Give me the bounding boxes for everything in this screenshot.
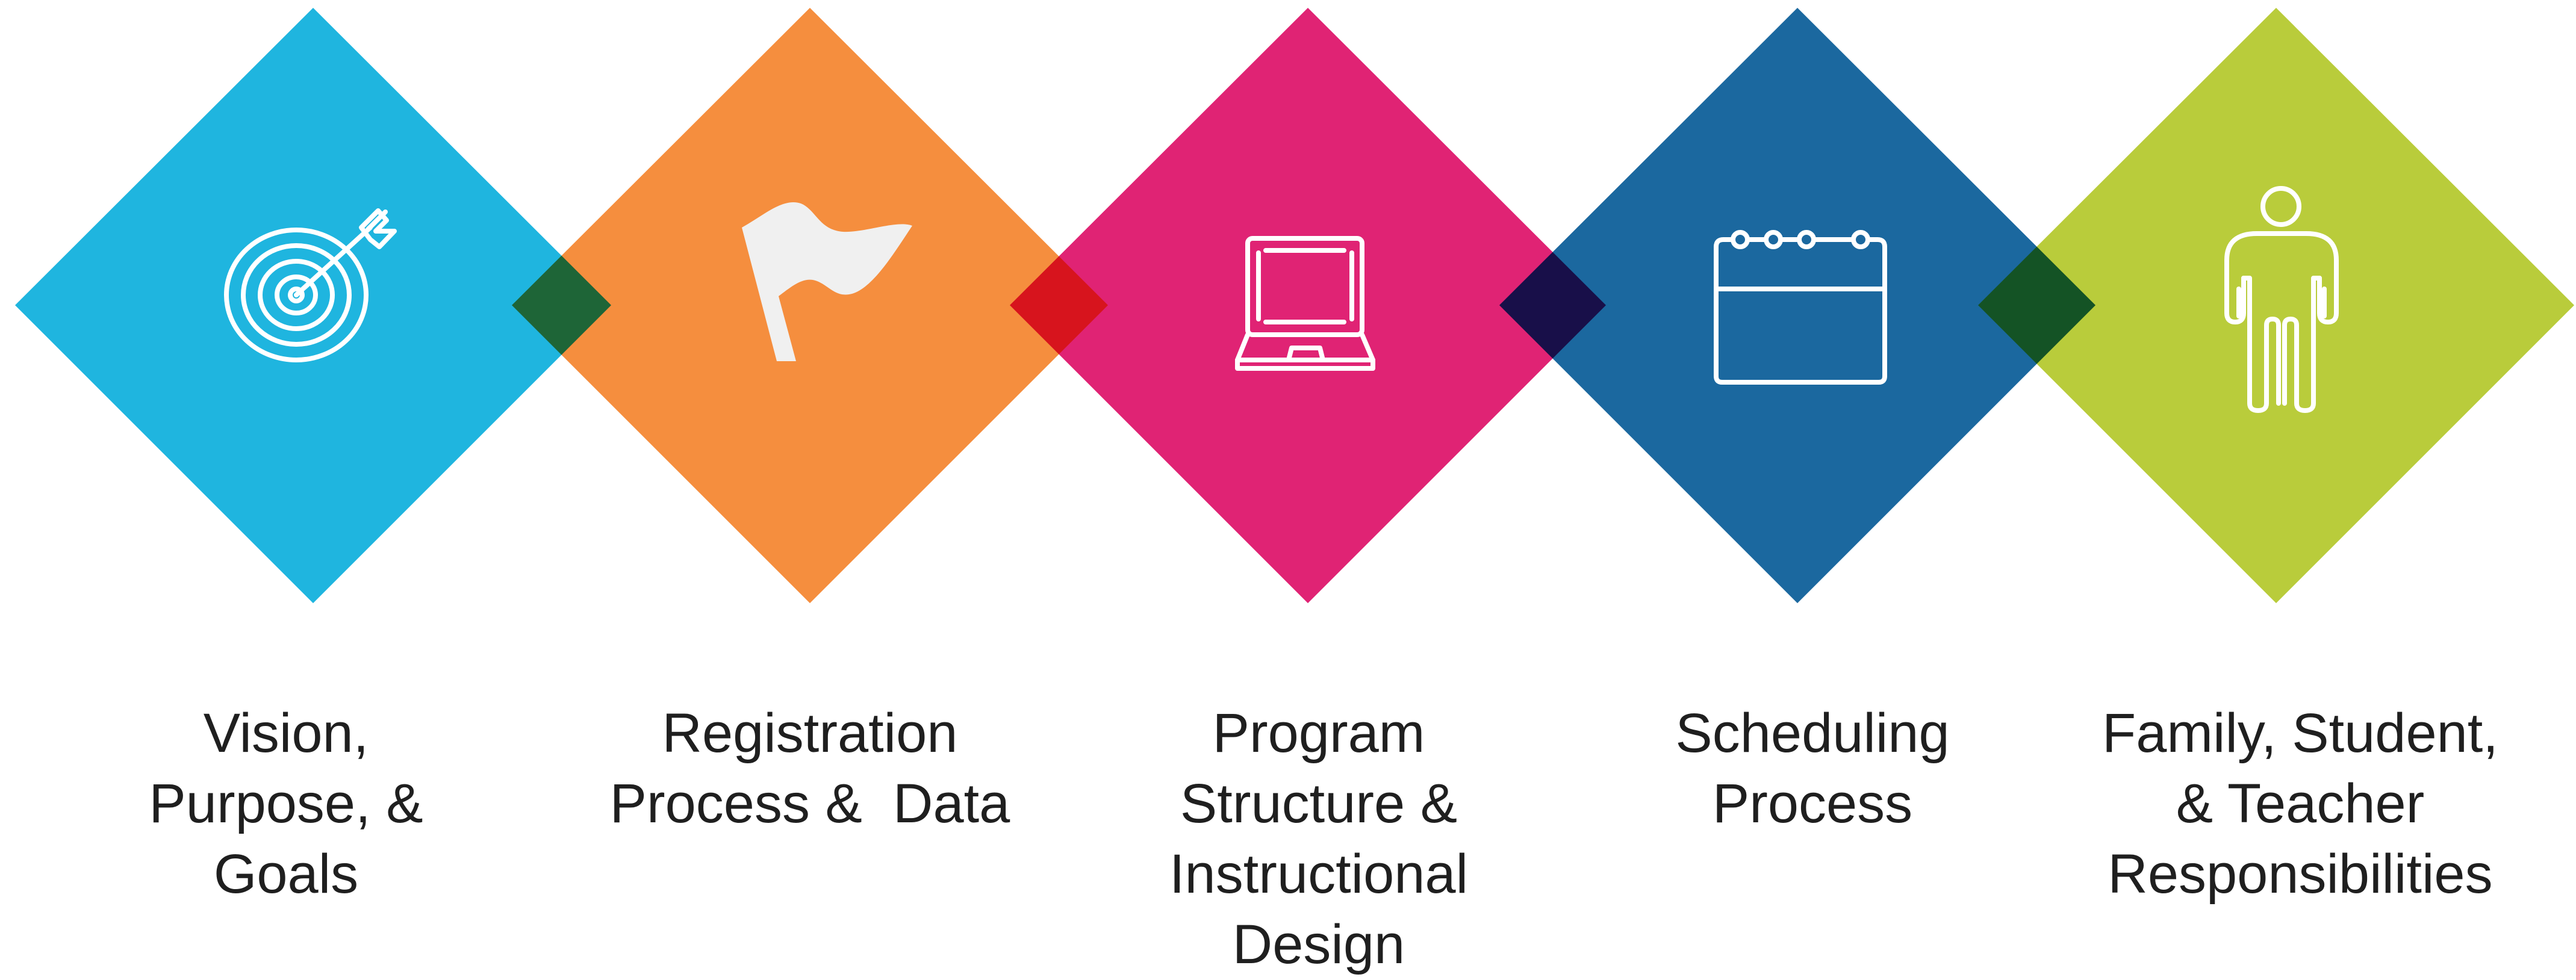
step-vision <box>15 8 611 603</box>
laptop-icon <box>1235 236 1375 371</box>
label-line: Program <box>1212 702 1425 764</box>
step-label-responsibilities: Family, Student, & Teacher Responsibilit… <box>2053 698 2547 910</box>
responsibilities-diamond <box>1978 8 2574 603</box>
step-scheduling <box>1499 8 2095 603</box>
label-line: Family, Student, <box>2102 702 2498 764</box>
label-line: Responsibilities <box>2108 843 2493 905</box>
step-label-program: Program Structure & Instructional Design <box>1072 698 1566 980</box>
label-line: Process & Data <box>609 773 1010 834</box>
label-line: & Teacher <box>2176 773 2425 834</box>
step-program <box>1010 8 1606 603</box>
label-line: Goals <box>213 843 359 905</box>
label-line: Vision, <box>203 702 369 764</box>
step-registration <box>512 8 1108 603</box>
scheduling-diamond <box>1499 8 2095 603</box>
step-label-scheduling: Scheduling Process <box>1566 698 2059 839</box>
label-line: Registration <box>662 702 958 764</box>
step-responsibilities <box>1978 8 2574 603</box>
step-label-registration: Registration Process & Data <box>563 698 1057 839</box>
label-line: Purpose, & <box>149 773 423 834</box>
calendar-icon <box>1714 230 1887 385</box>
label-line: Process <box>1712 773 1913 834</box>
label-line: Instructional <box>1169 843 1469 905</box>
label-line: Design <box>1232 914 1405 975</box>
person-icon <box>2224 186 2339 413</box>
label-line: Scheduling <box>1675 702 1950 764</box>
registration-diamond <box>512 8 1108 603</box>
flag-icon <box>742 202 912 361</box>
target-arrow-icon <box>224 208 397 362</box>
step-label-vision: Vision, Purpose, & Goals <box>39 698 533 910</box>
label-line: Structure & <box>1180 773 1458 834</box>
program-diamond <box>1010 8 1606 603</box>
